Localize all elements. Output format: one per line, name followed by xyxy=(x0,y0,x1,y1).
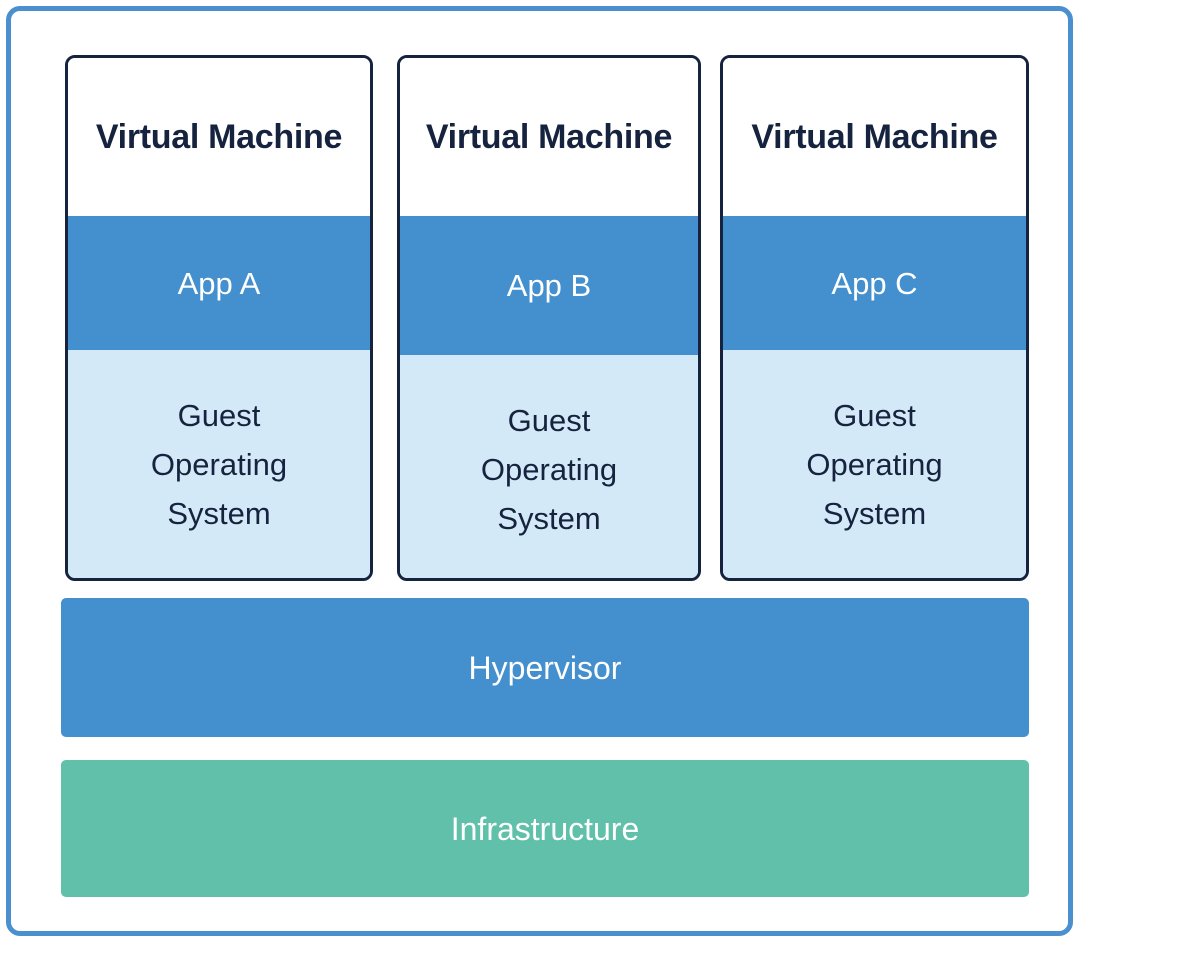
vm-card-2-guest-os-band[interactable]: Guest Operating System xyxy=(400,355,698,578)
vm-card-2-title-zone: Virtual Machine xyxy=(400,58,698,216)
vm-card-1[interactable]: Virtual Machine App A Guest Operating Sy… xyxy=(65,55,373,581)
vm-card-1-app-label: App A xyxy=(177,265,261,301)
vm-card-3-title: Virtual Machine xyxy=(751,118,998,156)
vm-card-3-app-band[interactable]: App C xyxy=(723,216,1026,350)
vm-card-2-app-label: App B xyxy=(506,268,592,303)
infrastructure-label: Infrastructure xyxy=(450,810,640,847)
vm-card-2-app-band[interactable]: App B xyxy=(400,216,698,355)
vm-card-3-guest-os-band[interactable]: Guest Operating System xyxy=(723,350,1026,578)
infrastructure-band[interactable]: Infrastructure xyxy=(61,760,1029,897)
vm-card-3[interactable]: Virtual Machine App C Guest Operating Sy… xyxy=(720,55,1029,581)
vm-card-3-app-label: App C xyxy=(831,265,918,301)
vm-card-1-title: Virtual Machine xyxy=(95,118,343,156)
vm-card-1-guest-os-band[interactable]: Guest Operating System xyxy=(68,350,370,578)
vm-card-1-title-zone: Virtual Machine xyxy=(68,58,370,216)
vm-card-1-guest-os-label: Guest Operating System xyxy=(150,398,288,531)
hypervisor-label: Hypervisor xyxy=(468,649,622,686)
vm-card-2-guest-os-label: Guest Operating System xyxy=(480,403,618,536)
hypervisor-band[interactable]: Hypervisor xyxy=(61,598,1029,737)
vm-card-3-guest-os-label: Guest Operating System xyxy=(806,398,943,531)
vm-card-2-title: Virtual Machine xyxy=(425,118,673,156)
vm-card-3-title-zone: Virtual Machine xyxy=(723,58,1026,216)
vm-card-2[interactable]: Virtual Machine App B Guest Operating Sy… xyxy=(397,55,701,581)
vm-card-1-app-band[interactable]: App A xyxy=(68,216,370,350)
